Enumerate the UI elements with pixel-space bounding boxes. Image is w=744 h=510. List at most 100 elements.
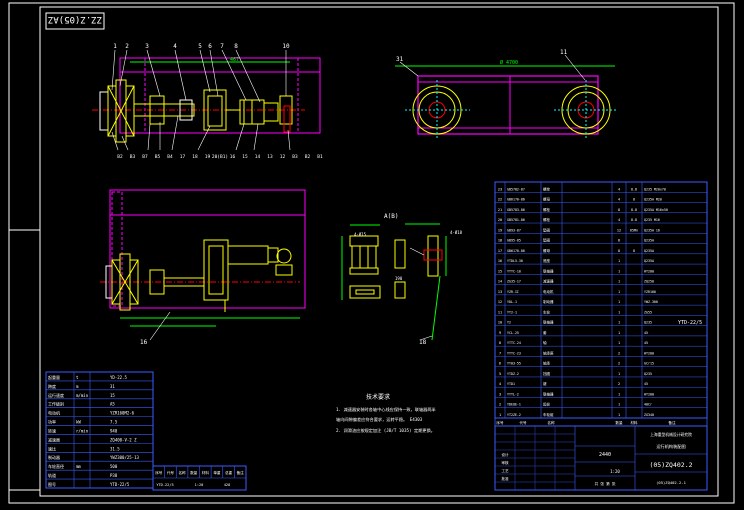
bom-code-4: GB93-87 <box>507 228 521 232</box>
spec-value-8: 31.5 <box>110 446 120 451</box>
spec-value-0: YD-22.5 <box>110 375 127 380</box>
bom-code-13: Y2 <box>507 321 511 325</box>
small-block-head-7: 备注 <box>237 470 245 475</box>
small-block-head-1: 代号 <box>167 470 175 475</box>
bom-qty-20: 1 <box>618 392 620 396</box>
bom-header-4: 材料 <box>630 420 638 425</box>
bottom-callout-11: 14 <box>255 154 261 160</box>
bom-no-16: 7 <box>499 351 501 355</box>
bom-name-6: 螺母 <box>543 248 551 253</box>
spec-label-10: 车轮直径 <box>48 463 64 469</box>
bom-qty-4: 12 <box>617 228 621 232</box>
bottom-callout-8: 20(B1) <box>212 154 228 160</box>
title-role-3: 批准 <box>501 476 509 481</box>
bottom-callout-14: B3 <box>292 154 298 160</box>
drawing-code-stamp: ZZ.Z(05)AZ <box>45 12 105 30</box>
title-weight: 2440 <box>599 452 611 458</box>
bom-remark-8: HT200 <box>644 269 654 273</box>
spec-unit-2: m/min <box>76 393 89 398</box>
bom-name-7: 底座 <box>543 258 551 263</box>
bom-remark-16: HT200 <box>644 351 654 355</box>
bom-remark-6: Q235A <box>644 249 654 253</box>
bom-remark-22: ZG340 <box>644 413 654 417</box>
spec-label-3: 工作级别 <box>48 401 64 407</box>
spec-value-4: YZR160M2-6 <box>110 411 135 416</box>
spec-value-10: 500 <box>110 464 118 469</box>
bom-no-22: 1 <box>499 413 501 417</box>
bom-remark-9: ZQ250 <box>644 280 654 284</box>
bottom-callout-0: B2 <box>117 154 123 160</box>
bottom-callout-2: B7 <box>142 154 148 160</box>
bom-no-0: 23 <box>498 187 502 191</box>
bom-remark-0: Q235 M20x70 <box>644 187 666 191</box>
bom-name-2: 螺栓 <box>543 207 551 212</box>
title-role-1: 审核 <box>501 460 509 465</box>
spec-label-1: 跨度 <box>48 383 56 389</box>
plan-callout-16: 16 <box>140 339 148 346</box>
wheel-span-text: Ø 4700 <box>500 59 518 66</box>
bom-code-17: YT03-55 <box>507 362 521 366</box>
bom-remark-18: Q235 <box>644 372 652 376</box>
bom-code-15: YTTC-24 <box>507 341 521 345</box>
bom-name-3: 螺栓 <box>543 217 551 222</box>
detail-callout-18: 18 <box>419 339 427 346</box>
bom-header-1: 代号 <box>519 420 527 425</box>
bom-qty-6: 8 <box>618 249 620 253</box>
bom-name-5: 垫圈 <box>543 238 551 243</box>
top-callout-2: 3 <box>145 43 149 50</box>
bom-remark-12: ZG55 <box>644 310 652 314</box>
title-sheet: 共 张 第 张 <box>595 481 616 486</box>
small-block-head-6: 总重 <box>225 470 233 475</box>
bom-qty-9: 1 <box>618 280 620 284</box>
bom-qty-22: 1 <box>618 413 620 417</box>
spec-unit-10: mm <box>76 464 81 469</box>
spec-value-3: A5 <box>110 402 115 407</box>
wheel-callout-31: 31 <box>396 56 404 63</box>
bom-remark-19: 45 <box>644 382 648 386</box>
bom-name-22: 车轮组 <box>543 412 554 417</box>
bom-qty-8: 1 <box>618 269 620 273</box>
bom-code-2: GB5783-86 <box>507 208 525 212</box>
bom-qty-5: 8 <box>618 239 620 243</box>
bom-remark-5: Q235A <box>644 239 654 243</box>
title-drawing-name: 运行机构装配图 <box>656 443 685 450</box>
bom-name-15: 轴 <box>543 340 547 345</box>
bom-code-3: GB5781-86 <box>507 218 525 222</box>
bottom-leaders <box>111 115 291 151</box>
small-block-head-0: 序号 <box>155 470 163 475</box>
detail-view-a: A(B) 18 4-Ø15 4-Ø18 190 <box>341 213 463 346</box>
spec-label-8: 速比 <box>48 445 56 451</box>
bom-no-14: 9 <box>499 331 501 335</box>
detail-label: A(B) <box>384 213 398 220</box>
spec-value-1: 31 <box>110 384 115 389</box>
detail-dim-0: 4-Ø15 <box>354 232 367 237</box>
bom-ref-label: YTD-22/5 <box>678 320 702 326</box>
bom-mat-2: 8.8 <box>631 208 637 212</box>
bom-no-11: 12 <box>498 300 502 304</box>
bom-header-2: 名称 <box>547 420 555 425</box>
bom-code-12: YT2-1 <box>507 310 517 314</box>
bom-mat-6: 8 <box>633 249 635 253</box>
bom-no-6: 17 <box>498 249 502 253</box>
spec-label-11: 轨道 <box>48 472 56 478</box>
title-role-2: 工艺 <box>501 468 509 473</box>
spec-label-6: 转速 <box>48 427 56 433</box>
bom-code-16: YTTC-23 <box>507 351 521 355</box>
spec-unit-0: t <box>76 375 79 380</box>
bom-qty-16: 2 <box>618 351 620 355</box>
bom-mat-1: 8 <box>633 198 635 202</box>
bottom-callout-15: B2 <box>305 154 311 160</box>
bom-name-21: 齿轮 <box>543 402 551 407</box>
title-role-0: 设计 <box>501 452 509 457</box>
bottom-callout-13: 12 <box>280 154 286 160</box>
bottom-callout-5: 17 <box>180 154 186 160</box>
title-scale: 1:20 <box>610 469 620 474</box>
bom-remark-7: Q235A <box>644 259 654 263</box>
bom-name-11: 制动器 <box>543 299 554 304</box>
bom-no-4: 19 <box>498 228 502 232</box>
bom-name-10: 电动机 <box>543 289 554 294</box>
bom-remark-20: HT200 <box>644 392 654 396</box>
